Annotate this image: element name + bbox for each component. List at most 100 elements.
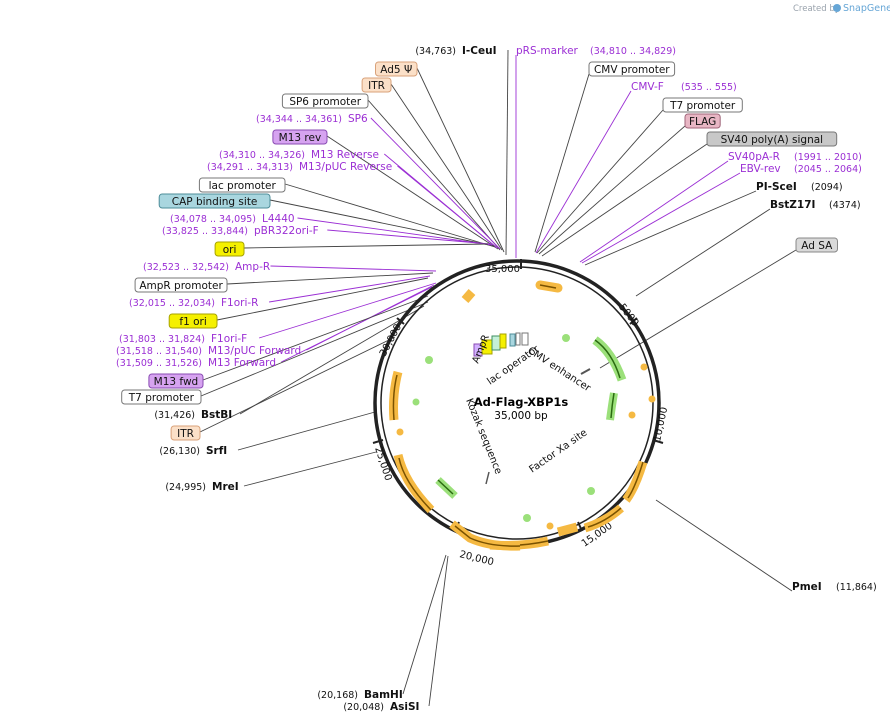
left-feature-label[interactable]: AsiSI(20,048): [343, 701, 419, 713]
right-feature-label[interactable]: PmeI(11,864): [792, 581, 877, 593]
right-feature-label[interactable]: T7 promoter: [662, 97, 743, 113]
restriction-site-label[interactable]: MreI: [212, 481, 239, 493]
left-feature-label[interactable]: lac promoter: [198, 177, 286, 193]
restriction-site-label[interactable]: BstBI: [201, 409, 232, 421]
right-feature-label[interactable]: PI-SceI (2094): [756, 181, 843, 193]
left-feature-label[interactable]: BstBI(31,426): [154, 409, 232, 421]
tick-label: 10,000: [652, 406, 670, 443]
left-feature-label[interactable]: L4440(34,078 .. 34,095): [170, 213, 295, 225]
primer-label[interactable]: M13 Reverse: [311, 149, 379, 161]
coordinate-label: (32,015 .. 32,034): [129, 298, 215, 309]
right-feature-label[interactable]: CMV-F(535 .. 555): [631, 81, 737, 93]
left-feature-label[interactable]: M13 rev: [272, 129, 328, 145]
restriction-site-label[interactable]: SrfI: [206, 445, 227, 457]
restriction-site-label[interactable]: BamHI: [364, 689, 403, 701]
feature-box-label[interactable]: SV40 poly(A) signal: [721, 134, 824, 146]
left-feature-label[interactable]: BamHI(20,168): [317, 689, 402, 701]
right-feature-label[interactable]: SV40 poly(A) signal: [706, 131, 838, 147]
feature-box-label-box: [198, 177, 286, 193]
left-feature-label[interactable]: AmpR promoter: [134, 277, 228, 293]
left-feature-label[interactable]: M13 fwd: [148, 373, 204, 389]
feature-box-label[interactable]: FLAG: [689, 116, 716, 128]
connector-line: [202, 295, 429, 381]
feature-box-label[interactable]: ITR: [368, 80, 385, 92]
feature-box-label[interactable]: SP6 promoter: [289, 96, 361, 108]
primer-label[interactable]: M13/pUC Forward: [208, 345, 301, 357]
primer-label[interactable]: M13/pUC Reverse: [299, 161, 392, 173]
feature-box-label[interactable]: AmpR promoter: [139, 280, 223, 292]
left-feature-label[interactable]: pBR322ori-F(33,825 .. 33,844): [162, 225, 319, 237]
feature-box-label[interactable]: M13 rev: [279, 132, 322, 144]
feature-box-label[interactable]: ori: [223, 244, 237, 256]
right-feature-label[interactable]: SV40pA-R(1991 .. 2010): [728, 151, 862, 163]
connector-line: [258, 282, 437, 339]
feature-box-label-box: [148, 373, 204, 389]
restriction-site-label[interactable]: I-CeuI: [462, 45, 496, 57]
primer-label[interactable]: SP6: [348, 113, 368, 125]
right-feature-label[interactable]: EBV-rev (2045 .. 2064): [740, 163, 862, 175]
feature-box-label[interactable]: Ad5 Ψ: [380, 64, 412, 76]
left-feature-label[interactable]: ori: [214, 241, 245, 257]
left-feature-label[interactable]: M13 Reverse(34,310 .. 34,326): [219, 149, 379, 161]
inner-label-cmv-enhancer: CMV enhancer: [525, 345, 593, 394]
left-feature-label[interactable]: f1 ori: [168, 313, 218, 329]
left-feature-label[interactable]: Ad5 Ψ: [375, 61, 418, 77]
left-feature-label[interactable]: SrfI(26,130): [159, 445, 227, 457]
restriction-site-label[interactable]: AsiSI: [390, 701, 419, 713]
connector-line: [402, 554, 447, 695]
primer-label[interactable]: CMV-F: [631, 81, 664, 93]
right-feature-label[interactable]: FLAG: [684, 113, 721, 129]
connector-line: [538, 125, 686, 255]
orf-arrow: [389, 370, 403, 421]
connector-line: [297, 217, 493, 246]
left-feature-label[interactable]: I-CeuI(34,763): [415, 45, 496, 57]
left-feature-label[interactable]: M13/pUC Forward(31,518 .. 31,540): [116, 345, 301, 357]
right-feature-label[interactable]: pRS-marker(34,810 .. 34,829): [516, 45, 676, 57]
primer-label[interactable]: pBR322ori-F: [254, 225, 319, 237]
restriction-site-label[interactable]: BstZ17I: [770, 199, 815, 211]
feature-box-label[interactable]: CMV promoter: [594, 64, 670, 76]
label-connectors: [199, 49, 797, 707]
left-feature-label[interactable]: F1ori-F(31,803 .. 31,824): [119, 333, 247, 345]
connector-line: [390, 83, 503, 251]
feature-box-label[interactable]: lac promoter: [209, 180, 277, 192]
left-feature-label[interactable]: SP6(34,344 .. 34,361): [256, 113, 368, 125]
right-feature-label[interactable]: Ad SA: [795, 237, 838, 253]
primer-label[interactable]: L4440: [262, 213, 295, 225]
left-feature-label[interactable]: M13 Forward(31,509 .. 31,526): [116, 357, 276, 369]
coordinate-label: (2094): [811, 182, 843, 193]
connector-line: [505, 49, 509, 256]
left-feature-label[interactable]: ITR: [170, 425, 201, 441]
feature-box-label[interactable]: CAP binding site: [172, 196, 258, 208]
orf-arrow: [583, 504, 624, 533]
primer-label[interactable]: F1ori-R: [221, 297, 258, 309]
left-feature-label[interactable]: Amp-R(32,523 .. 32,542): [143, 261, 270, 273]
primer-label[interactable]: M13 Forward: [208, 357, 276, 369]
restriction-site-label[interactable]: PmeI: [792, 581, 822, 593]
left-feature-label[interactable]: M13/pUC Reverse(34,291 .. 34,313): [207, 161, 392, 173]
connector-line: [655, 499, 793, 592]
feature-box-label[interactable]: T7 promoter: [669, 100, 736, 112]
primer-label[interactable]: F1ori-F: [211, 333, 247, 345]
restriction-site-label[interactable]: PI-SceI: [756, 181, 797, 193]
feature-box-label[interactable]: M13 fwd: [154, 376, 199, 388]
left-feature-label[interactable]: CAP binding site: [158, 193, 271, 209]
primer-label[interactable]: EBV-rev: [740, 163, 781, 175]
right-feature-label[interactable]: BstZ17I(4374): [770, 199, 861, 211]
primer-label[interactable]: Amp-R: [235, 261, 270, 273]
feature-box-label-box: [588, 61, 676, 77]
feature-box-label[interactable]: ITR: [177, 428, 194, 440]
feature-box-label[interactable]: Ad SA: [801, 240, 833, 252]
feature-box-label[interactable]: f1 ori: [179, 316, 206, 328]
left-feature-label[interactable]: ITR: [361, 77, 392, 93]
left-feature-label[interactable]: SP6 promoter: [281, 93, 369, 109]
right-feature-label[interactable]: CMV promoter: [588, 61, 676, 77]
left-feature-label[interactable]: T7 promoter: [121, 389, 202, 405]
left-feature-label[interactable]: F1ori-R (32,015 .. 32,034): [129, 297, 258, 309]
feature-box-label[interactable]: T7 promoter: [128, 392, 195, 404]
primer-label[interactable]: SV40pA-R: [728, 151, 780, 163]
left-feature-label[interactable]: MreI(24,995): [165, 481, 238, 493]
coordinate-label: (2045 .. 2064): [794, 164, 862, 175]
primer-label[interactable]: pRS-marker: [516, 45, 579, 57]
